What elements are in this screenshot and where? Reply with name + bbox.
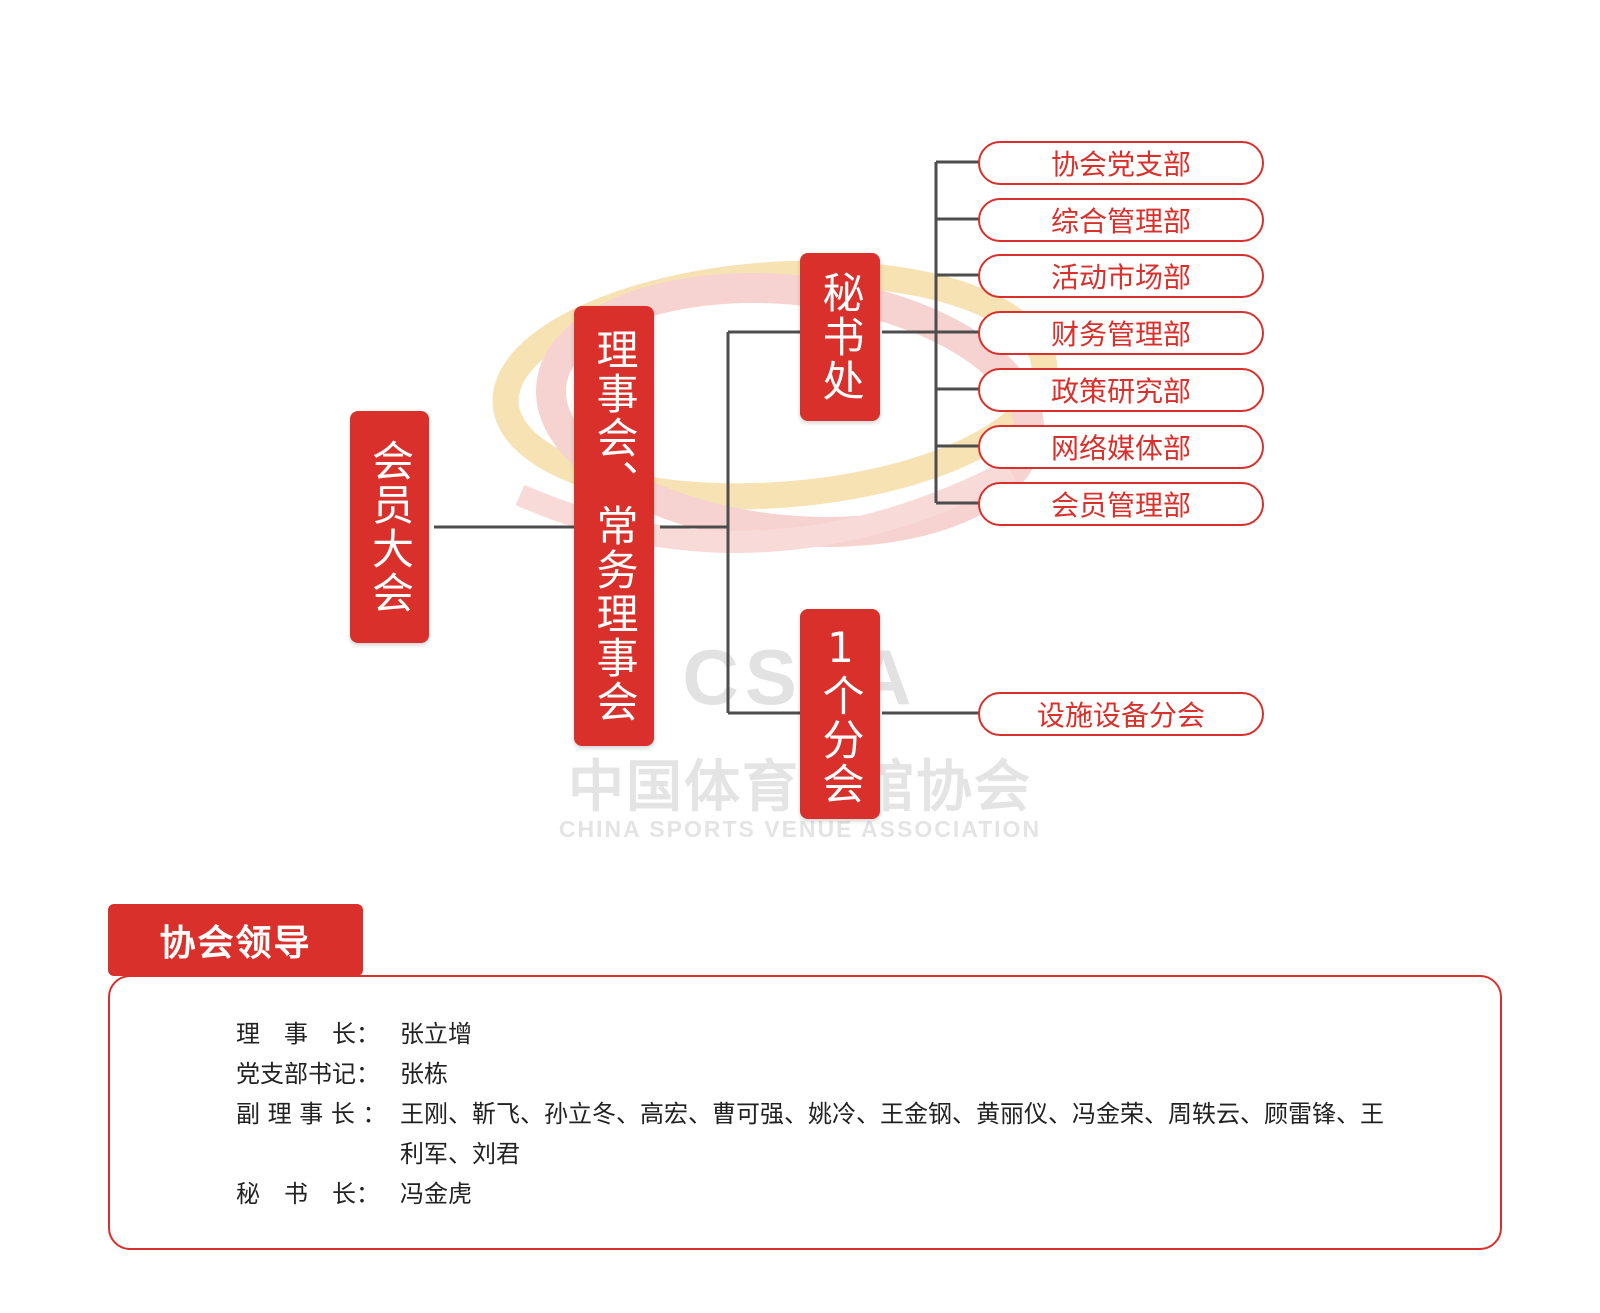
leadership-label: 理 事 长： — [236, 1020, 380, 1048]
node-branch: 1个分会 — [800, 609, 880, 819]
leadership-label: 副 理 事 长 ： — [236, 1100, 387, 1128]
leadership-value: 张立增 — [400, 1020, 472, 1048]
department-pill: 综合管理部 — [978, 198, 1264, 242]
node-secretariat: 秘书处 — [800, 253, 880, 421]
node-board-label: 理事会、常务理事会 — [590, 328, 639, 724]
watermark-name-en: CHINA SPORTS VENUE ASSOCIATION — [558, 816, 1042, 842]
branch-pill: 设施设备分会 — [978, 692, 1264, 736]
connector-board-trunk — [660, 330, 800, 715]
node-branch-label: 1个分会 — [816, 622, 865, 806]
department-pill: 网络媒体部 — [978, 425, 1264, 469]
node-general-assembly: 会员大会 — [350, 411, 429, 643]
leadership-row-vice-chairmen: 副 理 事 长 ： 王刚、靳飞、孙立冬、高宏、曹可强、姚冷、王金钢、黄丽仪、冯金… — [236, 1094, 1400, 1174]
department-pill: 活动市场部 — [978, 254, 1264, 298]
leadership-value: 王刚、靳飞、孙立冬、高宏、曹可强、姚冷、王金钢、黄丽仪、冯金荣、周轶云、顾雷锋、… — [400, 1100, 1384, 1168]
leadership-row-party-secretary: 党支部书记： 张栋 — [236, 1054, 1400, 1094]
node-general-assembly-label: 会员大会 — [365, 439, 415, 615]
connector-department-ticks — [936, 160, 980, 505]
leadership-panel — [108, 975, 1502, 1250]
watermark-name-cn: 中国体育场馆协会 — [540, 742, 1060, 823]
node-board: 理事会、常务理事会 — [574, 306, 654, 746]
node-secretariat-label: 秘书处 — [816, 271, 865, 403]
leadership-label: 秘 书 长： — [236, 1180, 380, 1208]
department-pill: 财务管理部 — [978, 311, 1264, 355]
department-pill: 协会党支部 — [978, 141, 1264, 185]
department-pill: 会员管理部 — [978, 482, 1264, 526]
connector-secretariat-trunk — [882, 162, 938, 503]
leadership-label: 党支部书记： — [236, 1060, 380, 1088]
leadership-value: 张栋 — [400, 1060, 448, 1088]
leadership-row-secretary-general: 秘 书 长： 冯金虎 — [236, 1174, 1400, 1214]
leadership-row-chairman: 理 事 长： 张立增 — [236, 1014, 1400, 1054]
leadership-title: 协会领导 — [108, 904, 363, 976]
leadership-value: 冯金虎 — [400, 1180, 472, 1208]
department-pill: 政策研究部 — [978, 368, 1264, 412]
